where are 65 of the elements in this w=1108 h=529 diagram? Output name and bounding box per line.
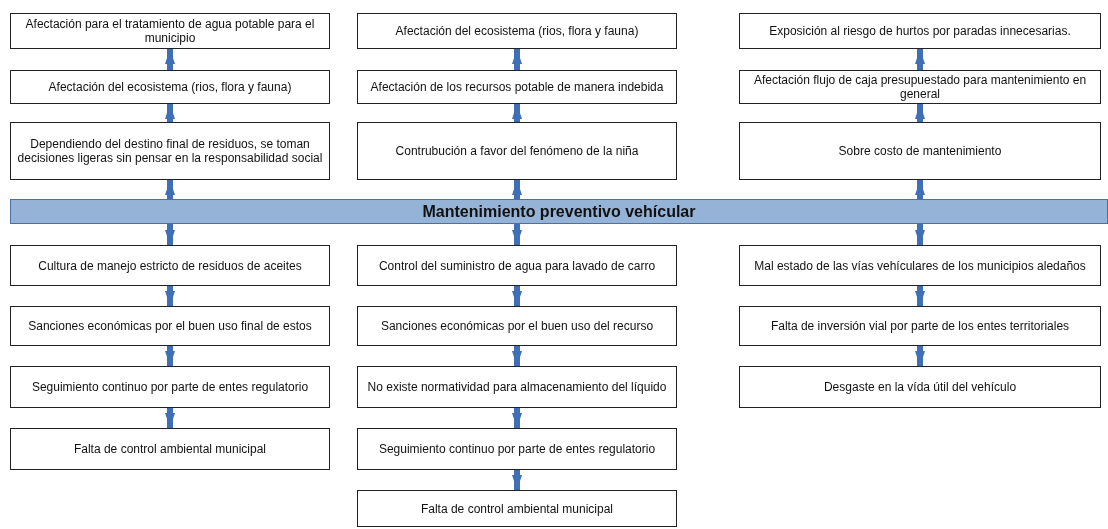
process-box <box>357 490 677 527</box>
arrow <box>512 104 522 122</box>
box-text: No existe normatividad para almacenamiento del líquido <box>367 380 667 394</box>
process-box <box>357 306 677 346</box>
arrow <box>512 49 522 70</box>
box-text: Afectación para el tratamiento de agua potable para el municipio <box>24 17 316 45</box>
box-text: Dependiendo del destino final de residuos, se toman decisiones ligeras sin pensar en la responsabilidad social <box>16 137 324 165</box>
arrow <box>915 224 925 245</box>
box-text: Seguimiento continuo por parte de entes regulatorio <box>31 380 309 394</box>
process-box <box>739 366 1101 408</box>
box-text: Afectación del ecosistema (rios, flora y fauna) <box>395 24 639 38</box>
box-text: Sanciones económicas por el buen uso final de estos <box>28 319 312 333</box>
arrow <box>165 408 175 428</box>
box-text: Afectación de los recursos potable de manera indebida <box>370 80 664 94</box>
title-band <box>10 199 1108 224</box>
arrow <box>512 470 522 490</box>
arrow <box>165 180 175 199</box>
box-text: Seguimiento continuo por parte de entes regulatorio <box>378 442 656 456</box>
process-box <box>10 122 330 180</box>
process-box <box>357 70 677 104</box>
process-box <box>10 245 330 286</box>
process-box <box>739 70 1101 104</box>
process-box <box>10 70 330 104</box>
process-box <box>739 306 1101 346</box>
box-text: Cultura de manejo estricto de residuos de aceites <box>38 258 302 273</box>
arrow <box>915 286 925 306</box>
arrow <box>512 408 522 428</box>
box-text: Afectación del ecosistema (rios, flora y fauna) <box>48 80 292 94</box>
box-text: Exposición al riesgo de hurtos por paradas innecesarias. <box>769 24 1071 38</box>
arrow <box>915 104 925 122</box>
process-box <box>739 245 1101 286</box>
process-box <box>357 428 677 470</box>
process-box <box>10 428 330 470</box>
process-box <box>357 366 677 408</box>
arrow <box>915 346 925 366</box>
box-text: Falta de inversión vial por parte de los entes territoriales <box>770 319 1070 333</box>
band-title: Mantenimiento preventivo vehícular <box>422 204 696 219</box>
process-box <box>357 245 677 286</box>
box-text: Sobre costo de mantenimiento <box>838 144 1002 158</box>
process-box <box>357 13 677 49</box>
process-box <box>739 13 1101 49</box>
box-text: Sanciones económicas por el buen uso del recurso <box>380 319 654 333</box>
box-text: Desgaste en la vída útil del vehículo <box>823 380 1017 394</box>
arrow <box>165 286 175 306</box>
box-text: Falta de control ambiental municipal <box>420 501 614 516</box>
process-box <box>10 306 330 346</box>
arrow <box>165 49 175 70</box>
arrow <box>915 49 925 70</box>
arrow <box>512 224 522 245</box>
arrow <box>512 286 522 306</box>
box-text: Control del suministro de agua para lavado de carro <box>378 258 656 273</box>
box-text: Contrubución a favor del fenómeno de la niña <box>395 144 639 158</box>
arrow <box>165 104 175 122</box>
arrow <box>165 346 175 366</box>
process-box <box>10 13 330 49</box>
arrow <box>165 224 175 245</box>
box-text: Falta de control ambiental municipal <box>73 442 267 456</box>
process-box <box>357 122 677 180</box>
process-box <box>739 122 1101 180</box>
box-text: Afectación flujo de caja presupuestado para mantenimiento en general <box>752 73 1088 101</box>
box-text: Mal estado de las vías vehículares de los municipios aledaños <box>754 258 1086 273</box>
arrow <box>915 180 925 199</box>
arrow <box>512 346 522 366</box>
arrow <box>512 180 522 199</box>
process-box <box>10 366 330 408</box>
